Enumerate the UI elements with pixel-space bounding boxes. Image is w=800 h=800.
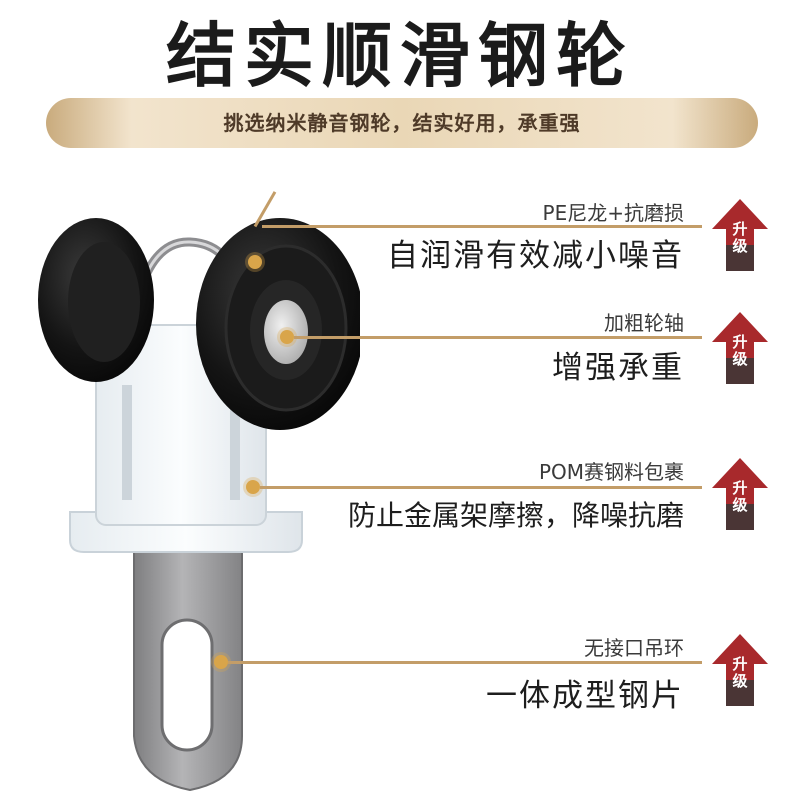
right-wheel: [196, 218, 360, 430]
callout-line: [260, 486, 702, 489]
banner-text: 挑选纳米静音钢轮，结实好用，承重强: [223, 111, 581, 135]
callout-dot: [214, 655, 228, 669]
feature-title: 自润滑有效减小噪音: [387, 238, 684, 274]
steel-hanger-plate: [133, 541, 243, 792]
subtitle-banner: 挑选纳米静音钢轮，结实好用，承重强: [46, 98, 758, 148]
up-arrow-icon: [712, 199, 768, 271]
left-wheel: [38, 218, 154, 382]
feature-title: 一体成型钢片: [486, 678, 684, 714]
up-arrow-icon: [712, 312, 768, 384]
callout-dot: [280, 330, 294, 344]
feature-subtitle: 无接口吊环: [584, 636, 684, 660]
feature-title: 增强承重: [552, 350, 684, 386]
upgrade-badge: 升级: [712, 312, 768, 384]
curtain-roller-image: [38, 218, 360, 792]
up-arrow-icon: [712, 634, 768, 706]
callout-line: [262, 225, 702, 228]
callout-dot: [246, 480, 260, 494]
page-title: 结实顺滑钢轮: [166, 15, 634, 97]
upgrade-badge: 升级: [712, 458, 768, 530]
feature-subtitle: POM赛钢料包裹: [538, 460, 684, 484]
upgrade-badge: 升级: [712, 199, 768, 271]
feature-title: 防止金属架摩擦，降噪抗磨: [347, 499, 684, 532]
callout-dot: [248, 255, 262, 269]
callout-line: [294, 336, 702, 339]
callout-line: [228, 661, 702, 664]
feature-subtitle: 加粗轮轴: [604, 311, 684, 335]
upgrade-badge: 升级: [712, 634, 768, 706]
up-arrow-icon: [712, 458, 768, 530]
feature-subtitle: PE尼龙+抗磨损: [542, 201, 684, 225]
